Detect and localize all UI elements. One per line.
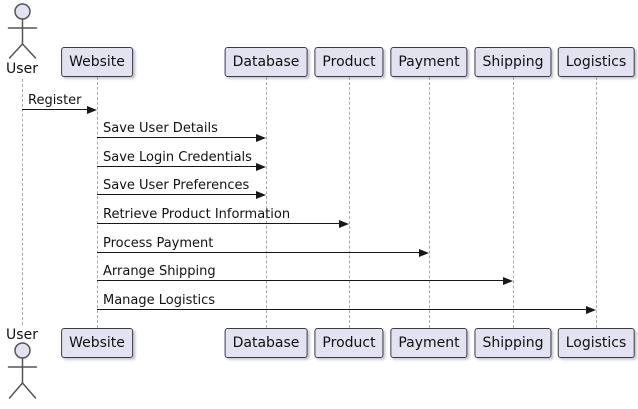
participant-payment-top: Payment [390, 47, 468, 77]
lifeline-user [21, 79, 23, 325]
message-arrow-line [22, 109, 88, 111]
actor-user-label-top: User [6, 61, 38, 77]
participant-database-top: Database [224, 47, 308, 77]
message-arrow-line [97, 309, 587, 311]
actor-user-label-bottom: User [6, 327, 38, 343]
message-arrow-line [97, 137, 257, 139]
participant-website-top: Website [61, 47, 133, 77]
lifeline-logistics [595, 77, 597, 328]
lifeline-product [348, 77, 350, 328]
participant-logistics-top: Logistics [557, 47, 635, 77]
message-arrow-head [503, 276, 513, 285]
message-arrow-line [97, 194, 257, 196]
actor-user-icon-top [7, 3, 38, 59]
message-label: Save User Preferences [103, 178, 250, 193]
participant-logistics-bottom: Logistics [557, 328, 635, 358]
message-label: Save User Details [103, 121, 218, 136]
message-arrow-line [97, 223, 340, 225]
message-label: Retrieve Product Information [103, 207, 291, 222]
message-arrow-head [586, 305, 596, 314]
message-arrow-head [87, 105, 97, 114]
message-arrow-head [256, 133, 266, 142]
message-arrow-line [97, 166, 257, 168]
actor-user-icon-bottom [7, 342, 38, 399]
message-arrow-line [97, 252, 420, 254]
message-arrow-line [97, 280, 504, 282]
message-arrow-head [339, 219, 349, 228]
participant-product-bottom: Product [314, 328, 384, 358]
participant-website-bottom: Website [61, 328, 133, 358]
message-label: Save Login Credentials [103, 150, 252, 165]
message-label: Arrange Shipping [103, 264, 216, 279]
participant-shipping-bottom: Shipping [474, 328, 552, 358]
message-label: Register [28, 93, 82, 108]
participant-payment-bottom: Payment [390, 328, 468, 358]
message-arrow-head [419, 248, 429, 257]
lifeline-database [265, 77, 267, 328]
message-arrow-head [256, 162, 266, 171]
lifeline-shipping [512, 77, 514, 328]
lifeline-website [96, 77, 98, 328]
lifeline-payment [428, 77, 430, 328]
participant-shipping-top: Shipping [474, 47, 552, 77]
participant-product-top: Product [314, 47, 384, 77]
message-label: Process Payment [103, 236, 214, 251]
participant-database-bottom: Database [224, 328, 308, 358]
message-arrow-head [256, 190, 266, 199]
message-label: Manage Logistics [103, 293, 216, 308]
